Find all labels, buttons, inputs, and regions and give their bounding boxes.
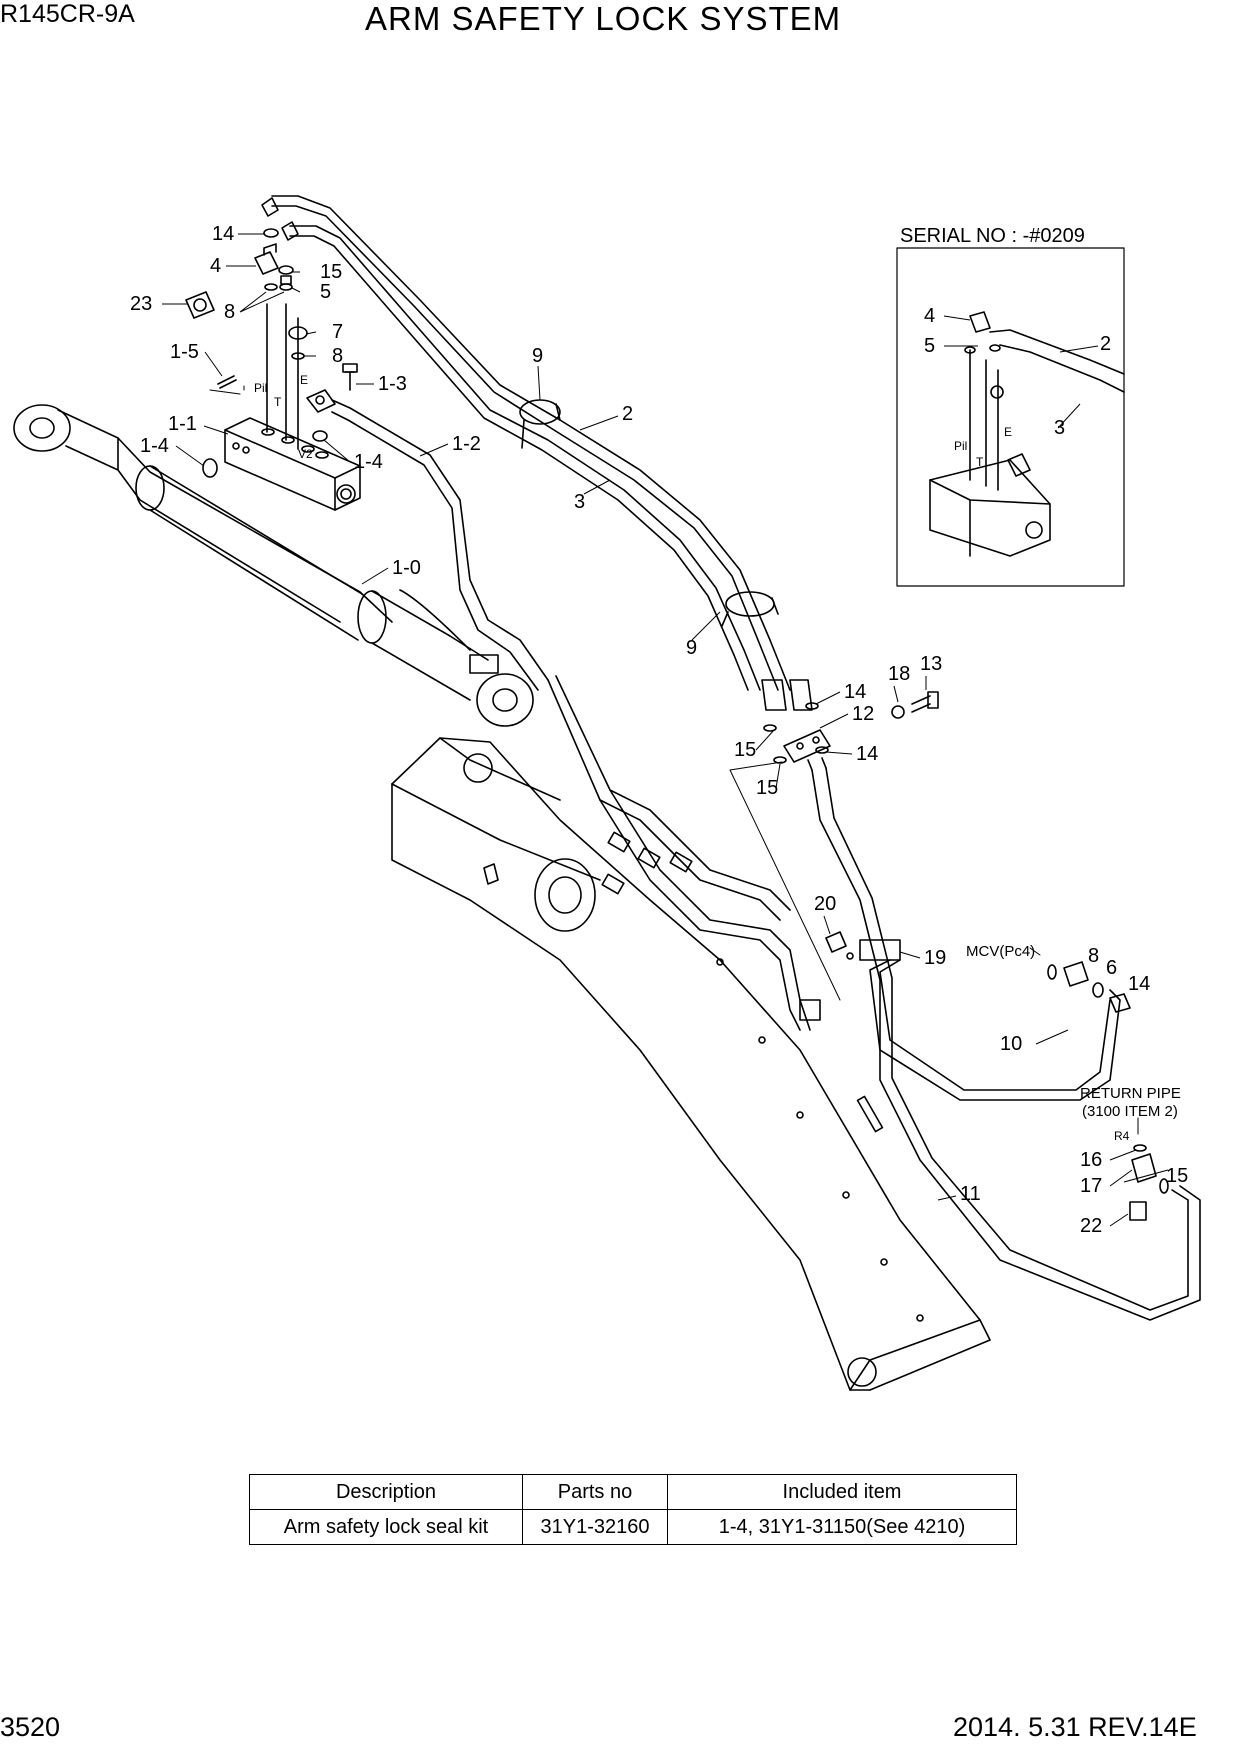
callout-4: 4: [210, 255, 221, 277]
callout-22: 22: [1080, 1215, 1102, 1237]
callout-2: 2: [622, 403, 633, 425]
callout-14: 14: [856, 743, 878, 765]
callout-1-2: 1-2: [452, 433, 481, 455]
callout-23: 23: [130, 293, 152, 315]
seal-kit-table: Description Parts no Included item Arm s…: [249, 1474, 1017, 1545]
callout-20: 20: [814, 893, 836, 915]
callout-15: 15: [756, 777, 778, 799]
header-description: Description: [249, 1474, 523, 1510]
port-label-t: T: [976, 455, 984, 469]
callout-2: 2: [1100, 333, 1111, 355]
revision-date: 2014. 5.31 REV.14E: [953, 1712, 1197, 1742]
callout-1-1: 1-1: [168, 413, 197, 435]
model-number: R145CR-9A: [0, 0, 135, 28]
manifold-12: [763, 691, 1201, 1321]
page-number: 3520: [0, 1712, 61, 1742]
cell-included-item: 1-4, 31Y1-31150(See 4210): [667, 1509, 1017, 1545]
callout-17: 17: [1080, 1175, 1102, 1197]
callout-labels: 14 4 15 23 5 8 7 8 1-5 1-3 1-1 1-4 1-4 1…: [130, 223, 1188, 1237]
upper-fittings: [185, 197, 308, 360]
callout-8: 8: [224, 301, 235, 323]
callout-13: 13: [920, 653, 942, 675]
callout-1-5: 1-5: [170, 341, 199, 363]
mcv-note: MCV(Pc4): [966, 943, 1035, 960]
callout-8: 8: [332, 345, 343, 367]
arm-body: [391, 737, 991, 1391]
arm-routing-hoses: [547, 675, 821, 1031]
callout-1-4: 1-4: [140, 435, 169, 457]
return-pipe-ref: (3100 ITEM 2): [1082, 1103, 1178, 1120]
port-label-v2: V2: [298, 447, 313, 461]
callout-14: 14: [844, 681, 866, 703]
header-parts-no: Parts no: [522, 1474, 668, 1510]
callout-3: 3: [574, 491, 585, 513]
leader-lines: [209, 385, 841, 1001]
port-label-e: E: [300, 373, 308, 387]
callout-15: 15: [734, 739, 756, 761]
port-label-t: T: [274, 395, 282, 409]
callout-14: 14: [1128, 973, 1150, 995]
hose-2-and-3: [271, 195, 813, 711]
callout-leaders: [162, 233, 1169, 1227]
inset-box: [896, 247, 1125, 587]
return-pipe-note: RETURN PIPE: [1080, 1085, 1181, 1102]
r4-label: R4: [1114, 1129, 1130, 1143]
return-fittings: [1129, 1117, 1169, 1221]
callout-19: 19: [924, 947, 946, 969]
callout-15: 15: [320, 261, 342, 283]
callout-1-0: 1-0: [392, 557, 421, 579]
callout-4: 4: [924, 305, 935, 327]
callout-18: 18: [888, 663, 910, 685]
inset-title: SERIAL NO : -#0209: [900, 225, 1085, 247]
table-header-row: Description Parts no Included item: [249, 1474, 1017, 1510]
cell-description: Arm safety lock seal kit: [249, 1509, 523, 1545]
header-included-item: Included item: [667, 1474, 1017, 1510]
mcv-fittings: [1029, 947, 1131, 1013]
callout-6: 6: [1106, 957, 1117, 979]
port-label-pil: Pil: [954, 439, 967, 453]
callout-11: 11: [960, 1183, 981, 1205]
callout-9: 9: [686, 637, 697, 659]
arm-cylinder: [13, 404, 534, 727]
callout-5: 5: [924, 335, 935, 357]
callout-16: 16: [1080, 1149, 1102, 1171]
page-title: ARM SAFETY LOCK SYSTEM: [365, 0, 842, 37]
port-label-e: E: [1004, 425, 1012, 439]
cell-parts-no: 31Y1-32160: [522, 1509, 668, 1545]
callout-10: 10: [1000, 1033, 1022, 1055]
callout-14: 14: [212, 223, 234, 245]
hose-1-2: [331, 399, 549, 691]
callout-1-4: 1-4: [354, 451, 383, 473]
table-row: Arm safety lock seal kit 31Y1-32160 1-4,…: [249, 1509, 1017, 1545]
callout-8: 8: [1088, 945, 1099, 967]
callout-9: 9: [532, 345, 543, 367]
port-label-pil: Pil: [254, 381, 267, 395]
callout-15: 15: [1166, 1165, 1188, 1187]
callout-12: 12: [852, 703, 874, 725]
callout-5: 5: [320, 281, 331, 303]
safety-valve-block: [202, 303, 361, 511]
callout-7: 7: [332, 321, 343, 343]
callout-3: 3: [1054, 417, 1065, 439]
callout-1-3: 1-3: [378, 373, 407, 395]
